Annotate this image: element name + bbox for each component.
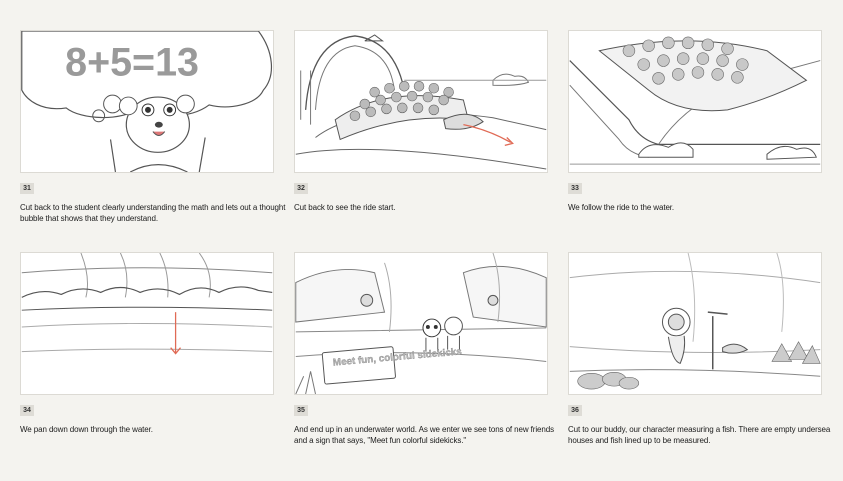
panel-frame-36 — [568, 252, 822, 395]
panel-frame-34 — [20, 252, 274, 395]
sketch-ride-start — [295, 34, 547, 170]
panel-number: 35 — [294, 405, 308, 416]
panel-description: And end up in an underwater world. As we… — [294, 425, 554, 445]
storyboard-panel-31: 8+5=13 31 Cut back to the student clearl… — [20, 30, 285, 224]
storyboard-panel-36: 36 Cut to our buddy, our character measu… — [568, 252, 830, 446]
equation-text: 8+5=13 — [65, 40, 199, 84]
panel-frame-33 — [568, 30, 822, 173]
storyboard-panel-32: 32 Cut back to see the ride start. — [294, 30, 548, 213]
panel-description: Cut back to see the ride start. — [294, 203, 396, 212]
panel-frame-32 — [294, 30, 548, 173]
panel-number: 34 — [20, 405, 34, 416]
sketch-ride-to-water — [569, 36, 821, 165]
panel-number: 33 — [568, 183, 582, 194]
panel-number: 36 — [568, 405, 582, 416]
panel-frame-31: 8+5=13 — [20, 30, 274, 173]
panel-number: 32 — [294, 183, 308, 194]
sketch-measuring-fish — [569, 253, 821, 390]
storyboard-panel-33: 33 We follow the ride to the water. — [568, 30, 822, 213]
panel-description: We follow the ride to the water. — [568, 203, 675, 212]
sketch-underwater-world: Meet fun, colorful sidekicks — [295, 253, 547, 394]
panel-description: Cut to our buddy, our character measurin… — [568, 425, 831, 445]
panel-description: Cut back to the student clearly understa… — [20, 203, 286, 223]
sidekicks-sign — [321, 346, 396, 385]
panel-description: We pan down down through the water. — [20, 425, 153, 434]
panel-number: 31 — [20, 183, 34, 194]
sketch-bear-thought-bubble: 8+5=13 — [21, 31, 273, 172]
storyboard-panel-35: Meet fun, colorful sidekicks 35 And end … — [294, 252, 554, 446]
panel-frame-35: Meet fun, colorful sidekicks — [294, 252, 548, 395]
sketch-pan-down-water — [21, 253, 273, 355]
storyboard-panel-34: 34 We pan down down through the water. — [20, 252, 274, 435]
